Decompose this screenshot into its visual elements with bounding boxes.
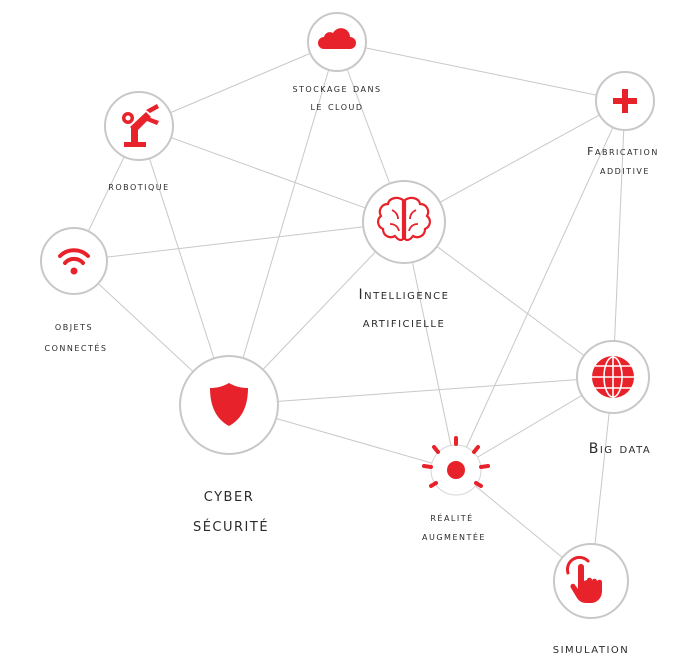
node-cyber-label-line2: sécurité bbox=[193, 514, 269, 536]
node-cloud-label-line1: stockage dans bbox=[292, 82, 381, 95]
node-cyber-label-line1: cyber bbox=[204, 484, 254, 506]
node-bigdata[interactable]: Big data bbox=[576, 340, 652, 457]
node-ar-label-line2: augmentée bbox=[422, 530, 486, 543]
node-iot[interactable]: objets connectés bbox=[40, 227, 108, 354]
node-iot-label-line1: objets bbox=[55, 320, 93, 333]
node-ar[interactable]: réalité augmentée bbox=[422, 436, 490, 543]
node-cloud[interactable]: stockage dans le cloud bbox=[292, 12, 381, 113]
touch-hand-icon bbox=[565, 555, 602, 603]
node-additive-label-line2: additive bbox=[600, 164, 650, 177]
wifi-icon bbox=[58, 248, 90, 275]
node-ai-label-line1: Intelligence bbox=[359, 287, 450, 303]
edge-ai-ar bbox=[403, 221, 457, 471]
burst-icon bbox=[422, 436, 490, 488]
node-ai-label-line2: artificielle bbox=[363, 315, 446, 331]
edge-additive-bigdata bbox=[612, 100, 626, 378]
edge-cloud-additive bbox=[336, 41, 626, 102]
edge-cyber-bigdata bbox=[228, 376, 614, 406]
robot-arm-icon bbox=[122, 104, 159, 147]
node-additive[interactable]: Fabrication additive bbox=[587, 71, 659, 177]
globe-icon bbox=[592, 356, 634, 398]
shield-icon bbox=[210, 383, 248, 426]
edge-iot-ai bbox=[73, 221, 405, 262]
plus-icon bbox=[613, 89, 637, 113]
node-robotique[interactable]: robotique bbox=[104, 91, 174, 193]
edge-ai-bigdata bbox=[403, 221, 614, 378]
cloud-icon bbox=[318, 28, 356, 49]
node-ai[interactable]: Intelligence artificielle bbox=[359, 180, 450, 331]
edge-cloud-cyber bbox=[228, 41, 338, 406]
node-iot-circle bbox=[40, 227, 108, 295]
node-cyber[interactable]: cyber sécurité bbox=[179, 355, 279, 536]
brain-icon bbox=[377, 196, 431, 242]
node-cloud-label-line2: le cloud bbox=[310, 100, 363, 113]
node-additive-label-line1: Fabrication bbox=[587, 145, 659, 158]
node-robotique-label: robotique bbox=[108, 180, 169, 193]
node-ar-label-line1: réalité bbox=[430, 511, 473, 524]
edge-cloud-robotique bbox=[138, 41, 338, 127]
edge-additive-ar bbox=[455, 100, 626, 471]
node-simulation[interactable]: simulation bbox=[553, 543, 630, 657]
node-simulation-label: simulation bbox=[553, 641, 630, 657]
node-iot-label-line2: connectés bbox=[44, 341, 107, 354]
edge-robotique-ai bbox=[138, 125, 405, 223]
node-bigdata-label: Big data bbox=[589, 441, 652, 457]
